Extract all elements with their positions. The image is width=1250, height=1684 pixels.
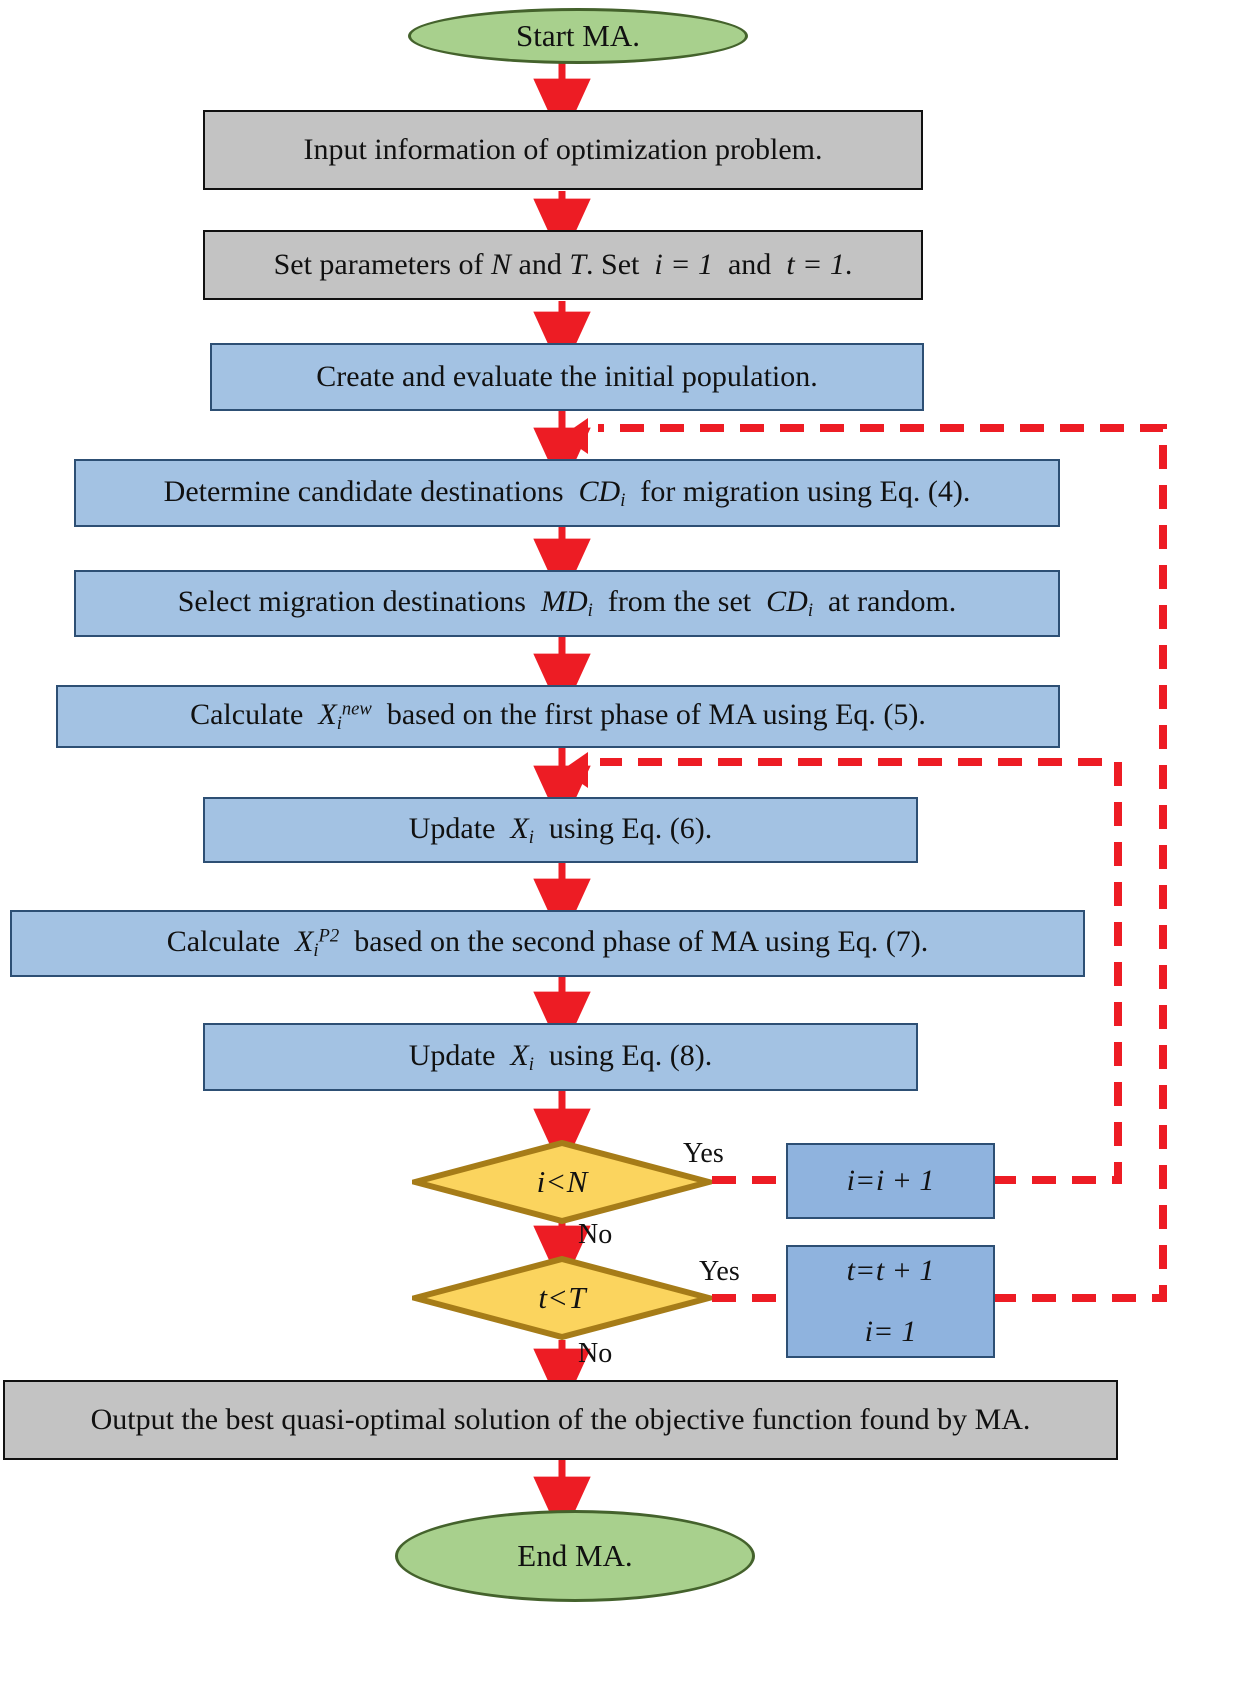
- input-node: Input information of optimization proble…: [203, 110, 923, 190]
- frag-cand-p1: Determine candidate destinations: [163, 474, 572, 508]
- var-CD: CD: [578, 474, 621, 508]
- start-node-label: Start MA.: [516, 18, 640, 54]
- frag-calcnew-p1: Calculate: [190, 698, 311, 732]
- frag-up6-p1: Update: [408, 811, 503, 845]
- reset-i-eq: =: [874, 1314, 892, 1348]
- output-node-label: Output the best quasi-optimal solution o…: [90, 1402, 1031, 1436]
- update-eq6-label: Update Xi using Eq. (6).: [409, 812, 712, 849]
- frag-calcnew-p2: based on the first phase of MA using Eq.…: [379, 698, 926, 732]
- decision-t-label: t<T: [538, 1280, 585, 1316]
- update-eq6-node: Update Xi using Eq. (6).: [203, 797, 918, 863]
- sub-i-md: i: [587, 600, 593, 622]
- set-parameters-node: Set parameters of N and T. Set i = 1 and…: [203, 230, 923, 300]
- frag-setparams-p3: . Set: [586, 247, 647, 281]
- calculate-xp2-label: Calculate XiP2 based on the second phase…: [167, 925, 929, 962]
- edge-label-no-t: No: [578, 1338, 613, 1369]
- inc-i-lhs: i: [846, 1163, 855, 1197]
- frag-setparams-p5: .: [844, 247, 853, 281]
- frag-sel-p3: at random.: [820, 585, 957, 619]
- eq-t-init: t = 1: [786, 247, 845, 281]
- inc-i-eq: =: [856, 1163, 874, 1197]
- dec-t-left: t: [538, 1280, 547, 1315]
- decision-i-label: i<N: [537, 1164, 588, 1200]
- reset-i-lhs: i: [864, 1314, 873, 1348]
- edge-label-yes-i: Yes: [683, 1138, 724, 1169]
- increment-i-label: i=i + 1: [847, 1164, 935, 1199]
- reset-i-label: i= 1: [865, 1315, 917, 1350]
- var-X-new: X: [318, 698, 337, 732]
- initial-population-label: Create and evaluate the initial populati…: [316, 359, 818, 393]
- eq-i-init: i = 1: [654, 247, 713, 281]
- var-T: T: [569, 247, 587, 281]
- sub-i-xnew: i: [336, 713, 342, 735]
- frag-setparams-p2: and: [511, 247, 570, 281]
- calculate-xnew-node: Calculate Xinew based on the first phase…: [56, 685, 1060, 748]
- diamond-shape-t: [412, 1256, 712, 1340]
- frag-up8-p1: Update: [408, 1038, 503, 1072]
- candidate-destinations-node: Determine candidate destinations CDi for…: [74, 459, 1060, 527]
- frag-calcp2-p2: based on the second phase of MA using Eq…: [346, 925, 929, 959]
- sub-i-8: i: [528, 1053, 534, 1075]
- var-N: N: [491, 247, 512, 281]
- sub-i-cd: i: [620, 489, 626, 511]
- frag-up6-p2: using Eq. (6).: [541, 811, 713, 845]
- frag-sel-p2: from the set: [600, 585, 759, 619]
- sub-i-cd2: i: [807, 600, 813, 622]
- edge-label-yes-t: Yes: [699, 1256, 740, 1287]
- dec-i-left: i: [536, 1164, 546, 1199]
- var-MD: MD: [541, 585, 588, 619]
- edge-label-no-i: No: [578, 1219, 613, 1250]
- dec-t-right: T: [568, 1280, 586, 1315]
- var-X-6: X: [510, 811, 529, 845]
- decision-t-less-t: t<T: [412, 1256, 712, 1340]
- frag-setparams-p1: Set parameters of: [273, 247, 492, 281]
- increment-t-label: t=t + 1: [847, 1254, 935, 1289]
- sup-new: new: [341, 698, 372, 720]
- inc-t-lhs: t: [846, 1254, 855, 1287]
- set-parameters-label: Set parameters of N and T. Set i = 1 and…: [274, 248, 853, 283]
- diamond-shape-i: [412, 1140, 712, 1224]
- frag-up8-p2: using Eq. (8).: [541, 1038, 713, 1072]
- dec-i-op: <: [547, 1164, 565, 1199]
- start-node: Start MA.: [408, 8, 748, 64]
- end-node: End MA.: [395, 1510, 755, 1602]
- reset-i-rhs: 1: [901, 1314, 917, 1348]
- increment-i-node: i=i + 1: [786, 1143, 995, 1219]
- end-node-label: End MA.: [517, 1538, 633, 1574]
- frag-sel-p1: Select migration destinations: [177, 585, 534, 619]
- select-destinations-node: Select migration destinations MDi from t…: [74, 570, 1060, 637]
- input-node-label: Input information of optimization proble…: [303, 132, 823, 166]
- update-eq8-node: Update Xi using Eq. (8).: [203, 1023, 918, 1091]
- sup-P2: P2: [318, 925, 340, 947]
- frag-calcp2-p1: Calculate: [166, 925, 288, 959]
- calculate-xnew-label: Calculate Xinew based on the first phase…: [190, 698, 926, 735]
- update-eq8-label: Update Xi using Eq. (8).: [409, 1039, 712, 1076]
- var-X-p2: X: [295, 925, 314, 959]
- calculate-xp2-node: Calculate XiP2 based on the second phase…: [10, 910, 1085, 977]
- select-destinations-label: Select migration destinations MDi from t…: [178, 585, 957, 622]
- dec-t-op: <: [548, 1280, 567, 1315]
- output-node: Output the best quasi-optimal solution o…: [3, 1380, 1118, 1460]
- inc-i-rhs: i + 1: [875, 1163, 935, 1197]
- inc-t-eq: =: [856, 1254, 874, 1287]
- increment-t-reset-i-node: t=t + 1 i= 1: [786, 1245, 995, 1358]
- sub-i-6: i: [528, 826, 534, 848]
- sub-i-p2: i: [313, 940, 319, 962]
- initial-population-node: Create and evaluate the initial populati…: [210, 343, 924, 411]
- decision-i-less-n: i<N: [412, 1140, 712, 1224]
- var-X-8: X: [510, 1038, 529, 1072]
- candidate-destinations-label: Determine candidate destinations CDi for…: [164, 475, 971, 512]
- frag-cand-p2: for migration using Eq. (4).: [632, 474, 971, 508]
- frag-setparams-p4: and: [720, 247, 779, 281]
- var-CD-2: CD: [766, 585, 808, 619]
- dec-i-right: N: [566, 1164, 588, 1199]
- inc-t-rhs: t + 1: [875, 1254, 935, 1287]
